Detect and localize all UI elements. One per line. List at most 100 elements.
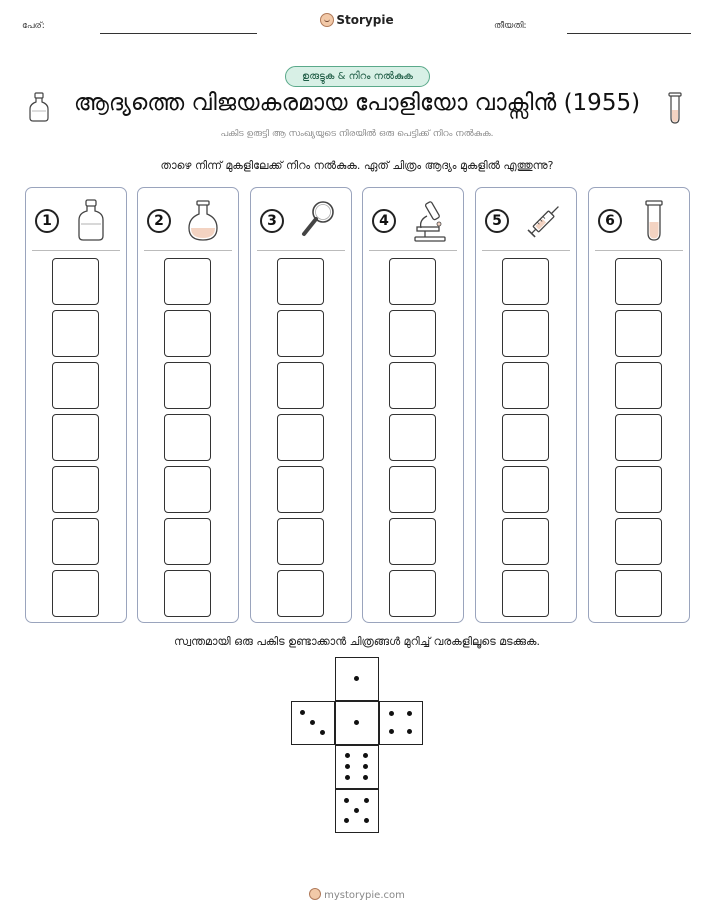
column-number: 6 xyxy=(598,209,622,233)
die-face-6 xyxy=(335,745,379,789)
color-box[interactable] xyxy=(615,466,662,513)
color-box[interactable] xyxy=(389,518,436,565)
column-divider xyxy=(482,250,570,251)
column-number: 3 xyxy=(260,209,284,233)
date-label: തീയതി: xyxy=(494,21,527,31)
color-box[interactable] xyxy=(615,310,662,357)
storypie-mascot-icon xyxy=(320,13,335,27)
die-face-4 xyxy=(379,701,423,745)
activity-badge: ഉരുട്ടുക & നിറം നൽകുക xyxy=(285,66,430,87)
brand-logo: Storypie xyxy=(0,13,714,27)
column-4: 4 xyxy=(362,187,464,623)
storypie-mascot-icon xyxy=(309,888,322,900)
color-box[interactable] xyxy=(389,466,436,513)
color-box[interactable] xyxy=(502,518,549,565)
bottle-icon xyxy=(29,92,49,122)
pip xyxy=(344,818,349,823)
color-box[interactable] xyxy=(164,258,211,305)
pip xyxy=(300,710,305,715)
bottle-icon xyxy=(78,199,104,241)
color-box[interactable] xyxy=(502,310,549,357)
subtitle: പകിട ഉരുട്ടി ആ സംഖ്യയുടെ നിരയിൽ ഒരു പെട്… xyxy=(220,129,494,139)
fold-instruction: സ്വന്തമായി ഒരു പകിട ഉണ്ടാക്കാൻ ചിത്രങ്ങൾ… xyxy=(174,635,540,648)
color-box[interactable] xyxy=(164,310,211,357)
color-box[interactable] xyxy=(52,362,99,409)
color-box[interactable] xyxy=(277,310,324,357)
die-face-1-center xyxy=(335,701,379,745)
color-box[interactable] xyxy=(277,258,324,305)
page-title: ആദ്യത്തെ വിജയകരമായ പോളിയോ വാക്സിൻ (1955) xyxy=(73,90,641,116)
color-box[interactable] xyxy=(277,362,324,409)
instruction-text: താഴെ നിന്ന് മുകളിലേക്ക് നിറം നൽകുക. ഏത് … xyxy=(160,159,554,172)
pip xyxy=(389,729,394,734)
column-number: 5 xyxy=(485,209,509,233)
pip xyxy=(354,808,359,813)
syringe-icon xyxy=(527,206,559,238)
pip xyxy=(345,775,350,780)
column-divider xyxy=(32,250,120,251)
color-box[interactable] xyxy=(277,466,324,513)
color-box[interactable] xyxy=(52,518,99,565)
color-box[interactable] xyxy=(389,570,436,617)
color-box[interactable] xyxy=(52,414,99,461)
column-divider xyxy=(144,250,232,251)
pip xyxy=(407,729,412,734)
pip xyxy=(345,753,350,758)
color-box[interactable] xyxy=(389,362,436,409)
name-label: പേര്: xyxy=(22,21,45,31)
color-box[interactable] xyxy=(52,258,99,305)
column-5: 5 xyxy=(475,187,577,623)
pip xyxy=(354,720,359,725)
color-box[interactable] xyxy=(615,258,662,305)
color-box[interactable] xyxy=(502,362,549,409)
test-tube-icon xyxy=(645,200,663,241)
color-box[interactable] xyxy=(277,570,324,617)
color-box[interactable] xyxy=(502,258,549,305)
footer-url[interactable]: mystorypie.com xyxy=(324,890,405,901)
color-box[interactable] xyxy=(164,518,211,565)
column-2: 2 xyxy=(137,187,239,623)
column-3: 3 xyxy=(250,187,352,623)
color-box[interactable] xyxy=(164,466,211,513)
color-box[interactable] xyxy=(389,310,436,357)
color-box[interactable] xyxy=(52,310,99,357)
color-box[interactable] xyxy=(615,362,662,409)
color-box[interactable] xyxy=(52,570,99,617)
color-box[interactable] xyxy=(277,414,324,461)
pip xyxy=(344,798,349,803)
column-number: 4 xyxy=(372,209,396,233)
color-box[interactable] xyxy=(502,466,549,513)
pip xyxy=(363,753,368,758)
color-box[interactable] xyxy=(277,518,324,565)
magnifying-glass-icon xyxy=(302,201,334,236)
pip xyxy=(364,818,369,823)
name-line[interactable] xyxy=(100,33,257,34)
color-box[interactable] xyxy=(615,414,662,461)
column-divider xyxy=(369,250,457,251)
color-box[interactable] xyxy=(164,414,211,461)
color-box[interactable] xyxy=(502,570,549,617)
column-divider xyxy=(595,250,683,251)
color-box[interactable] xyxy=(389,258,436,305)
pip xyxy=(354,676,359,681)
date-line[interactable] xyxy=(567,33,691,34)
microscope-icon xyxy=(414,201,446,242)
color-box[interactable] xyxy=(389,414,436,461)
color-box[interactable] xyxy=(164,570,211,617)
pip xyxy=(363,775,368,780)
column-number: 2 xyxy=(147,209,171,233)
column-1: 1 xyxy=(25,187,127,623)
color-box[interactable] xyxy=(615,518,662,565)
column-number: 1 xyxy=(35,209,59,233)
color-box[interactable] xyxy=(52,466,99,513)
color-box[interactable] xyxy=(164,362,211,409)
color-box[interactable] xyxy=(502,414,549,461)
pip xyxy=(345,764,350,769)
die-face-3 xyxy=(291,701,335,745)
pip xyxy=(389,711,394,716)
pip xyxy=(320,730,325,735)
color-box[interactable] xyxy=(615,570,662,617)
column-6: 6 xyxy=(588,187,690,623)
column-divider xyxy=(257,250,345,251)
pip xyxy=(310,720,315,725)
